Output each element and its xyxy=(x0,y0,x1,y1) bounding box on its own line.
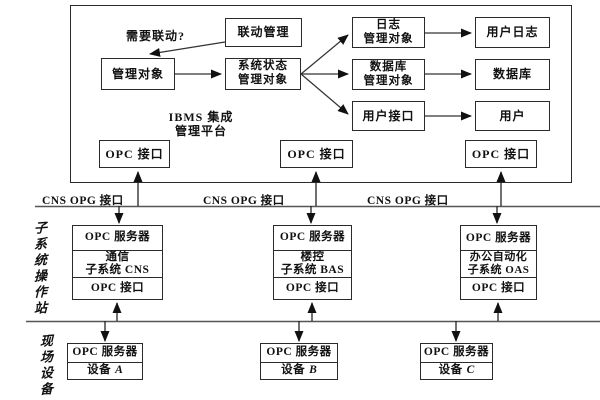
user-log-box: 用户日志 xyxy=(475,17,550,48)
platform-title-line2: 管理平台 xyxy=(174,124,227,139)
log-management-object-box: 日志 管理对象 xyxy=(352,17,425,48)
subsystem-bas-opc-server-label: OPC 服务器 xyxy=(279,231,346,244)
linkage-management-box: 联动管理 xyxy=(225,18,302,47)
subsystem-cns-name-line1: 通信 xyxy=(105,250,130,263)
subsystem-stack-cns: OPC 服务器 通信 子系统 CNS OPC 接口 xyxy=(72,225,163,300)
management-object-label: 管理对象 xyxy=(111,66,164,81)
system-status-line2: 管理对象 xyxy=(238,74,288,86)
cns-opg-interface-label-3: CNS OPG 接口 xyxy=(367,195,449,207)
management-object-box: 管理对象 xyxy=(101,58,175,90)
subsystem-stack-bas: OPC 服务器 楼控 子系统 BAS OPC 接口 xyxy=(273,225,352,300)
subsystem-bas-name-line2: 子系统 BAS xyxy=(280,263,345,276)
user-interface-label: 用户接口 xyxy=(362,108,415,123)
device-b-letter: B xyxy=(309,364,317,377)
device-a-name: 设备 A xyxy=(68,362,142,379)
subsystem-oas-name: 办公自动化 子系统 OAS xyxy=(461,250,536,276)
device-stack-a: OPC 服务器 设备 A xyxy=(67,343,143,380)
system-status-line1: 系统状态 xyxy=(238,60,288,73)
subsystem-oas-name-line1: 办公自动化 xyxy=(469,251,528,264)
device-b-opc-server: OPC 服务器 xyxy=(261,344,337,362)
log-box-line2: 管理对象 xyxy=(363,32,414,45)
cns-opg-interface-label-1: CNS OPG 接口 xyxy=(42,195,124,207)
subsystem-oas-opc-interface-label: OPC 接口 xyxy=(471,281,526,294)
device-a-opc-server: OPC 服务器 xyxy=(68,344,142,362)
section-label-field-devices: 现场设备 xyxy=(38,333,53,399)
db-box-line1: 数据库 xyxy=(369,60,408,73)
platform-title: IBMS 集成 管理平台 xyxy=(160,110,242,139)
subsystem-cns-opc-server: OPC 服务器 xyxy=(73,226,162,250)
subsystem-cns-opc-interface: OPC 接口 xyxy=(73,276,162,299)
user-log-label: 用户日志 xyxy=(486,25,539,40)
database-management-object-box: 数据库 管理对象 xyxy=(352,59,425,90)
user-label: 用户 xyxy=(499,108,526,123)
platform-opc-interface-1: OPC 接口 xyxy=(99,140,170,168)
device-a-name-label: 设备 xyxy=(87,364,112,377)
device-a-opc-server-label: OPC 服务器 xyxy=(72,346,138,359)
database-box: 数据库 xyxy=(475,59,550,90)
device-stack-c: OPC 服务器 设备 C xyxy=(420,343,493,380)
user-box: 用户 xyxy=(475,101,550,131)
platform-opc-interface-2: OPC 接口 xyxy=(280,140,353,168)
subsystem-stack-oas: OPC 服务器 办公自动化 子系统 OAS OPC 接口 xyxy=(460,225,537,300)
subsystem-bas-name-line1: 楼控 xyxy=(300,250,325,263)
database-label: 数据库 xyxy=(492,67,532,82)
need-linkage-question-label: 需要联动? xyxy=(126,29,186,43)
subsystem-bas-opc-server: OPC 服务器 xyxy=(274,226,351,250)
system-status-object-box: 系统状态 管理对象 xyxy=(225,58,301,90)
subsystem-oas-opc-server: OPC 服务器 xyxy=(461,226,536,250)
linkage-management-label: 联动管理 xyxy=(237,25,290,40)
section-label-subsystem-stations: 子系统操作站 xyxy=(32,220,47,318)
device-stack-b: OPC 服务器 设备 B xyxy=(260,343,338,380)
device-a-letter: A xyxy=(115,364,123,377)
subsystem-oas-name-line2: 子系统 OAS xyxy=(467,263,530,276)
log-box-line1: 日志 xyxy=(376,18,401,31)
platform-opc-interface-1-label: OPC 接口 xyxy=(105,146,164,161)
subsystem-cns-opc-interface-label: OPC 接口 xyxy=(90,281,145,294)
subsystem-bas-opc-interface: OPC 接口 xyxy=(274,276,351,299)
platform-opc-interface-3: OPC 接口 xyxy=(465,140,537,168)
db-box-line2: 管理对象 xyxy=(363,74,414,87)
device-c-letter: C xyxy=(466,364,475,377)
device-b-name: 设备 B xyxy=(261,362,337,379)
device-c-opc-server: OPC 服务器 xyxy=(421,344,492,362)
platform-opc-interface-2-label: OPC 接口 xyxy=(287,146,346,161)
device-c-opc-server-label: OPC 服务器 xyxy=(423,346,490,359)
cns-opg-interface-label-2: CNS OPG 接口 xyxy=(203,195,285,207)
subsystem-bas-opc-interface-label: OPC 接口 xyxy=(285,281,340,294)
subsystem-cns-name: 通信 子系统 CNS xyxy=(73,249,162,277)
device-b-name-label: 设备 xyxy=(281,364,306,377)
subsystem-oas-opc-server-label: OPC 服务器 xyxy=(465,231,532,244)
device-c-name: 设备 C xyxy=(421,362,492,379)
device-c-name-label: 设备 xyxy=(438,364,463,377)
device-b-opc-server-label: OPC 服务器 xyxy=(266,346,332,359)
ibms-platform-container xyxy=(70,5,572,183)
user-interface-box: 用户接口 xyxy=(352,101,425,131)
subsystem-bas-name: 楼控 子系统 BAS xyxy=(274,249,351,277)
subsystem-cns-opc-server-label: OPC 服务器 xyxy=(84,231,151,244)
subsystem-oas-opc-interface: OPC 接口 xyxy=(461,276,536,299)
platform-title-line1: IBMS 集成 xyxy=(168,110,234,124)
subsystem-cns-name-line2: 子系统 CNS xyxy=(85,263,150,276)
platform-opc-interface-3-label: OPC 接口 xyxy=(471,146,531,161)
